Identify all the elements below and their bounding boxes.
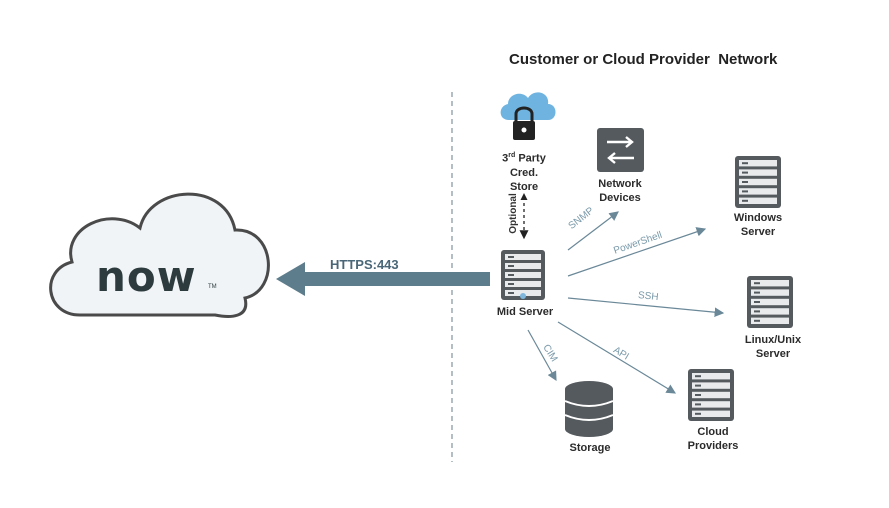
https-label: HTTPS:443 (330, 257, 399, 272)
network-title: Customer or Cloud Provider Network (509, 51, 778, 68)
storage-label: Storage (569, 442, 611, 454)
ssh-arrow (567, 297, 725, 317)
windows-server-label: Windows Server (733, 212, 783, 238)
ssh-label: SSH (637, 290, 660, 304)
mid-server-icon (501, 250, 545, 300)
servicenow-cloud-icon (49, 192, 270, 318)
optional-label: Optional (507, 193, 519, 234)
network-devices-label: Network Devices (598, 178, 642, 204)
now-logo-text: now (96, 252, 197, 301)
cim-arrow (527, 329, 557, 382)
linux-server-label: Linux/Unix Server (744, 334, 802, 360)
cloud-providers-server-icon (688, 369, 734, 421)
https-arrow (276, 262, 490, 296)
network-switch-icon (597, 128, 644, 172)
now-logo: now TM (96, 252, 226, 302)
linux-server-icon (747, 276, 793, 328)
trademark: TM (208, 284, 217, 290)
cred-store-label: 3rd Party Cred. Store (502, 152, 546, 193)
mid-server-label: Mid Server (496, 306, 554, 318)
powershell-arrow (567, 227, 707, 277)
windows-server-icon (735, 156, 781, 208)
cloud-providers-label: Cloud Providers (687, 426, 739, 452)
api-arrow (557, 321, 677, 394)
snmp-arrow (567, 211, 619, 251)
cred-store-icon (500, 92, 556, 140)
storage-icon (564, 381, 614, 437)
